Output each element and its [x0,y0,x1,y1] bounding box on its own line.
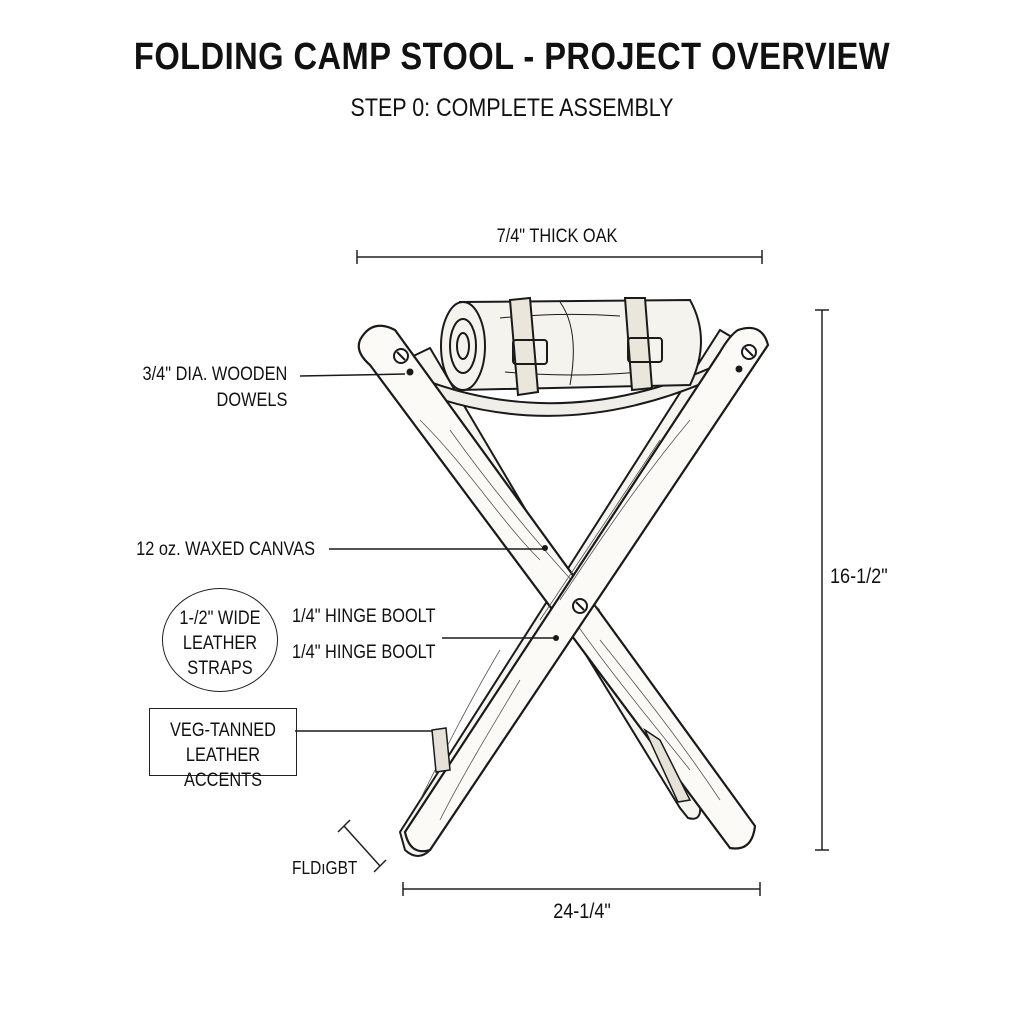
leather-accent-patch-2 [643,727,692,803]
base-width-label: 24-1/4" [553,900,611,923]
top-dimension-line [356,250,763,264]
front-leg-right [403,326,770,853]
height-label: 16-1/2" [830,565,888,588]
hinge-bolt [572,598,588,614]
hinge-bolt-label-2: 1/4" HINGE BOOLT [292,642,436,663]
fold-label: FLDıGBT [292,858,358,878]
dowels-label-line2: DOWELS [216,390,287,411]
leather-strap-1 [508,296,548,397]
height-dimension-line [815,309,829,851]
bottom-dimension-line [402,882,761,896]
straps-line3: STRAPS [187,658,253,679]
canvas-rivet [542,545,548,551]
leather-accent-patch [431,727,451,773]
dowel-end-right [735,344,757,373]
leader-lines [295,373,555,732]
accents-callout: VEG-TANNED LEATHER ACCENTS [149,708,297,791]
seat-width-label: 7/4" THICK OAK [496,226,618,247]
hinge-rivet [553,635,559,641]
fold-dimension-line [337,819,387,873]
dowels-label-line1: 3/4" DIA. WOODEN [142,364,287,385]
straps-line2: LEATHER [182,633,258,654]
leather-strap-2 [623,297,663,392]
dowel-end-left [393,348,414,376]
straps-callout: 1-/2" WIDE LEATHER STRAPS [162,588,278,692]
front-leg-left [357,324,757,850]
hinge-bolt-label-1: 1/4" HINGE BOOLT [292,606,436,627]
canvas-label: 12 oz. WAXED CANVAS [136,539,315,560]
page-title: FOLDING CAMP STOOL - PROJECT OVERVIEW [133,36,891,78]
accents-line1: VEG-TANNED [170,720,276,741]
page-subtitle: STEP 0: COMPLETE ASSEMBLY [350,94,674,122]
accents-line2: LEATHER ACCENTS [183,745,263,791]
straps-line1: 1-/2" WIDE [179,608,261,629]
